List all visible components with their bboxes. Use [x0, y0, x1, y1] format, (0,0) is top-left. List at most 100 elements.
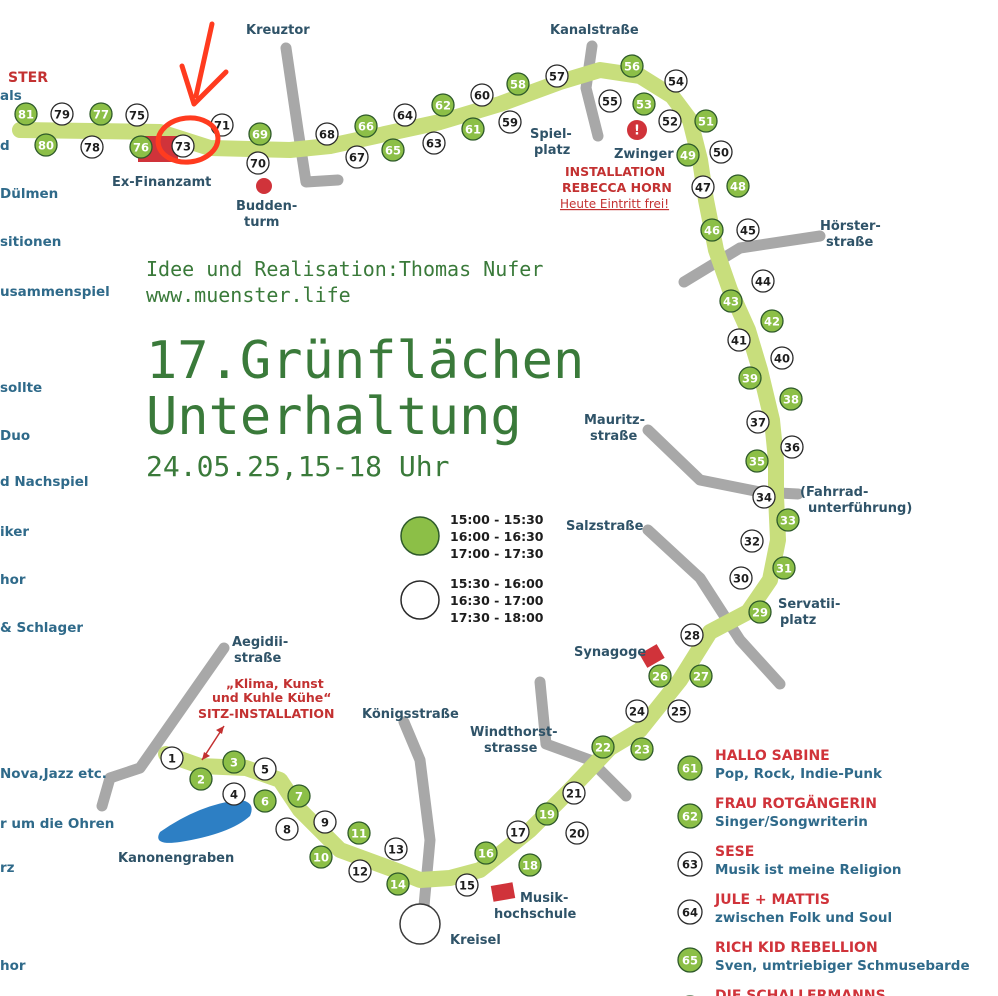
stop-number: 33 [780, 514, 796, 528]
stop-78: 78 [80, 135, 104, 159]
stop-circle [620, 54, 644, 78]
stop-40: 40 [770, 346, 794, 370]
stop-15: 15 [455, 873, 479, 897]
stop-circle [780, 435, 804, 459]
legend-white-time-1: 15:30 - 16:00 [450, 576, 544, 591]
stop-circle [222, 750, 246, 774]
left-labels: alsdDülmensitionenusammenspielsollteDuod… [0, 88, 114, 974]
stop-number: 2 [197, 773, 205, 787]
stop-number: 73 [175, 140, 191, 154]
stop-49: 49 [676, 143, 700, 167]
stop-circle [345, 145, 369, 169]
stop-circle [727, 328, 751, 352]
stop-number: 57 [549, 70, 565, 84]
stop-65: 65 [381, 138, 405, 162]
left-label: & Schlager [0, 620, 83, 636]
label-windthorst-1: Windthorst- [470, 725, 558, 740]
stop-14: 14 [386, 872, 410, 896]
stop-circle [726, 174, 750, 198]
left-label: Dülmen [0, 186, 58, 202]
stop-12: 12 [348, 859, 372, 883]
stop-26: 26 [648, 664, 672, 688]
stop-44: 44 [751, 269, 775, 293]
title-line-2: Unterhaltung [146, 387, 522, 447]
highlight-arrow-icon [179, 21, 229, 107]
stop-number: 48 [730, 180, 746, 194]
stop-circle [129, 135, 153, 159]
stop-number: 25 [671, 705, 687, 719]
label-fahrrad-1: (Fahrrad- [800, 485, 868, 500]
stop-number: 28 [684, 629, 700, 643]
stop-number: 76 [133, 141, 149, 155]
left-label: Duo [0, 428, 30, 444]
stop-17: 17 [506, 820, 530, 844]
musikhochschule-building [490, 882, 516, 902]
stop-number: 29 [752, 606, 768, 620]
stop-circle [776, 508, 800, 532]
stop-circle [518, 853, 542, 877]
kanonengraben-pond [158, 800, 252, 843]
label-musik-1: Musik- [520, 891, 568, 906]
stop-13: 13 [384, 837, 408, 861]
stop-number: 56 [624, 60, 640, 74]
label-kanalstrasse: Kanalstraße [550, 23, 639, 38]
stop-circle [751, 269, 775, 293]
left-header-cut: STER [8, 70, 48, 86]
stop-27: 27 [689, 664, 713, 688]
stop-number: 58 [510, 78, 526, 92]
stop-number: 69 [252, 128, 268, 142]
stop-circle [393, 103, 417, 127]
stop-number: 53 [636, 98, 652, 112]
stop-circle [80, 135, 104, 159]
stop-number: 38 [783, 393, 799, 407]
performer-number: 65 [682, 954, 698, 968]
stop-number: 40 [774, 352, 790, 366]
label-eintritt-link[interactable]: Heute Eintritt frei! [560, 197, 669, 211]
stop-circle [89, 102, 113, 126]
left-label: sitionen [0, 234, 61, 250]
stop-50: 50 [709, 140, 733, 164]
performer-description: zwischen Folk und Soul [715, 910, 892, 926]
warning-icon: ! [627, 120, 647, 140]
stop-circle [384, 837, 408, 861]
performer-badge [677, 947, 703, 973]
legend-green-time-3: 17:00 - 17:30 [450, 546, 544, 561]
stop-number: 71 [214, 119, 230, 133]
stop-circle [598, 89, 622, 113]
label-servatii-2: platz [780, 613, 816, 628]
stop-circle [498, 110, 522, 134]
legend-white-time-2: 16:30 - 17:00 [450, 593, 544, 608]
road-aegidii [96, 642, 230, 812]
stop-39: 39 [738, 366, 762, 390]
stop-number: 70 [250, 157, 266, 171]
stop-52: 52 [658, 109, 682, 133]
stop-38: 38 [779, 387, 803, 411]
stop-circle [506, 72, 530, 96]
label-musik-2: hochschule [494, 907, 577, 922]
stop-number: 35 [749, 455, 765, 469]
stop-circle [14, 102, 38, 126]
performer-name: JULE + MATTIS [714, 892, 830, 908]
stop-number: 51 [698, 115, 714, 129]
stop-54: 54 [664, 69, 688, 93]
stop-circle [738, 366, 762, 390]
stop-67: 67 [345, 145, 369, 169]
left-label: als [0, 88, 22, 104]
stop-circle [745, 449, 769, 473]
stop-47: 47 [691, 175, 715, 199]
road-salz [642, 524, 786, 690]
stop-circle [562, 781, 586, 805]
stop-61: 61 [461, 117, 485, 141]
stop-circle [709, 140, 733, 164]
credit-line-1: Idee und Realisation:Thomas Nufer [146, 257, 543, 281]
road-kreuztor [280, 42, 344, 188]
stop-number: 45 [740, 224, 756, 238]
stop-number: 13 [388, 843, 404, 857]
highlight-circle [155, 115, 221, 165]
date-line: 24.05.25,15-18 Uhr [146, 450, 449, 483]
label-buddenturm-1: Budden- [236, 199, 297, 214]
road-windthorst [534, 676, 632, 802]
stop-number: 11 [351, 827, 367, 841]
